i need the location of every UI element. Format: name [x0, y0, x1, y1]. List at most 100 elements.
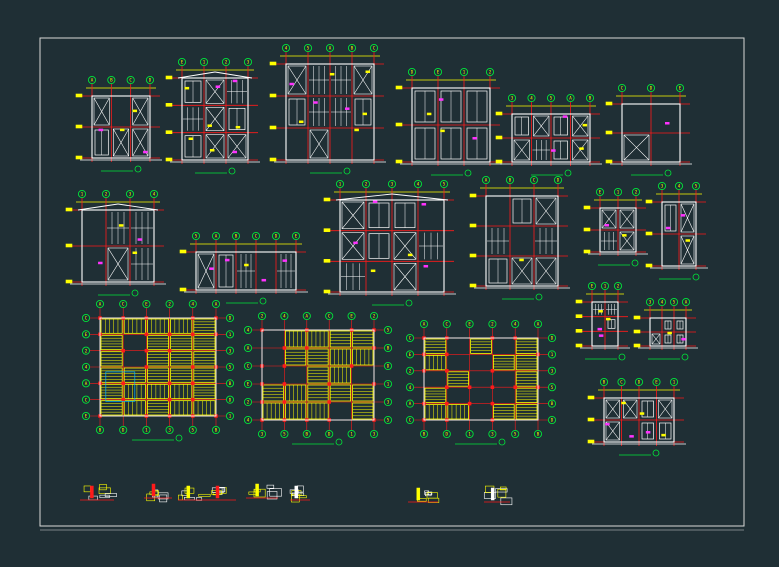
grid-axis-marker: 3: [488, 429, 497, 439]
grid-axis-marker: E: [587, 281, 597, 291]
grid-axis-bubble: [77, 189, 87, 199]
grid-axis-bubble: [145, 75, 155, 85]
grid-axis-letter: 1: [229, 332, 232, 337]
brace-line: [605, 421, 620, 441]
joist-bay: [352, 330, 374, 348]
brace-line: [393, 232, 417, 260]
level-tag: [575, 314, 583, 318]
grid-axis-marker: C: [529, 175, 539, 185]
grid-axis-bubble: [585, 93, 595, 103]
grid-axis-marker: 3: [369, 429, 379, 439]
view-title: [659, 273, 700, 281]
grid-axis-marker: C: [81, 313, 91, 323]
detail-member: [490, 487, 495, 501]
view-title: [502, 293, 543, 301]
column-post: [490, 369, 495, 373]
grid-axis-letter: 5: [229, 365, 232, 370]
panel-rect: [341, 232, 365, 260]
joist-bay: [447, 404, 469, 420]
grid-axis-marker: 1: [465, 429, 474, 439]
grid-axis-marker: E: [243, 379, 253, 389]
grid-axis-letter: 1: [81, 192, 84, 197]
grid-axis-letter: 1: [229, 414, 232, 419]
roof-line: [214, 71, 253, 79]
joist-bay: [193, 400, 216, 416]
level-tag: [575, 329, 583, 333]
annotation-tag: [289, 82, 294, 86]
grid-axis-letter: 4: [283, 314, 286, 319]
building-outline: [485, 195, 559, 287]
grid-axis-bubble: [361, 179, 371, 189]
annotation-tag: [423, 264, 429, 268]
grid-axis-letter: 2: [409, 368, 412, 373]
grid-axis-bubble: [507, 93, 517, 103]
grid-axis-letter: 3: [129, 192, 132, 197]
joist-bay: [424, 354, 447, 371]
grid-axis-letter: E: [468, 322, 471, 327]
panel-rect: [623, 134, 650, 161]
grid-axis-letter: 3: [373, 432, 376, 437]
joist-bay: [424, 387, 447, 404]
view-number-bubble: [175, 434, 183, 442]
panel-rect: [393, 263, 417, 291]
joist-bay: [193, 318, 216, 334]
annotation-tag: [629, 435, 634, 438]
grid-axis-marker: 5: [191, 231, 201, 241]
detail-member: [255, 483, 259, 497]
panel-rect: [227, 134, 247, 159]
joist-bay: [424, 404, 447, 420]
detail-part: [266, 491, 278, 500]
grid-axis-marker: E: [291, 231, 301, 241]
annotation-tag: [372, 200, 378, 204]
view-title: [648, 353, 689, 361]
joist-bay: [284, 330, 307, 348]
joist-bay: [146, 318, 169, 334]
grid-axis-letter: E: [145, 302, 148, 307]
grid-axis-bubble: [465, 319, 474, 329]
construction-detail: [178, 485, 211, 501]
grid-axis-marker: A: [419, 319, 429, 329]
grid-axis-marker: D: [407, 67, 417, 77]
brace-line: [619, 231, 635, 251]
grid-axis-letter: C: [129, 78, 132, 83]
grid-axis-bubble: [413, 179, 423, 189]
building-outline: [661, 201, 697, 267]
grid-axis-letter: 4: [530, 96, 533, 101]
grid-axis-letter: E: [85, 414, 88, 419]
grid-axis-marker: E: [465, 319, 474, 329]
grid-axis-letter: 5: [514, 432, 517, 437]
panel-rect: [107, 247, 129, 281]
grid-axis-bubble: [225, 346, 235, 355]
level-tag: [395, 159, 403, 164]
view-title: [310, 167, 351, 175]
brace-line: [511, 257, 533, 285]
grid-axis-bubble: [95, 425, 105, 435]
joist-bay: [170, 334, 193, 351]
column-post: [282, 400, 287, 404]
grid-axis-marker: 1: [613, 187, 623, 197]
column-post: [167, 397, 172, 402]
building-outline: [511, 113, 591, 163]
grid-axis-bubble: [142, 299, 151, 309]
grid-axis-marker: 4: [280, 311, 289, 321]
brace-line: [205, 79, 225, 104]
view-title: [631, 169, 672, 177]
grid-axis-bubble: [119, 425, 128, 435]
grid-axis-bubble: [652, 377, 661, 387]
joist-bay: [515, 354, 538, 371]
view-title: [455, 438, 506, 446]
annotation-tag: [137, 238, 143, 241]
grid-axis-letter: 3: [511, 96, 514, 101]
grid-axis-letter: 5: [192, 428, 195, 433]
column-post: [191, 332, 195, 337]
annotation-tag: [621, 401, 626, 405]
grid-axis-bubble: [369, 311, 379, 321]
grid-axis-marker: B: [225, 379, 235, 388]
grid-axis-bubble: [383, 361, 393, 371]
grid-axis-marker: 5: [280, 429, 289, 439]
annotation-tag: [261, 278, 267, 282]
grid-axis-marker: E: [652, 377, 661, 387]
grid-axis-letter: B: [423, 432, 426, 437]
panel-rect: [651, 333, 661, 345]
annotation-tag: [680, 214, 686, 217]
